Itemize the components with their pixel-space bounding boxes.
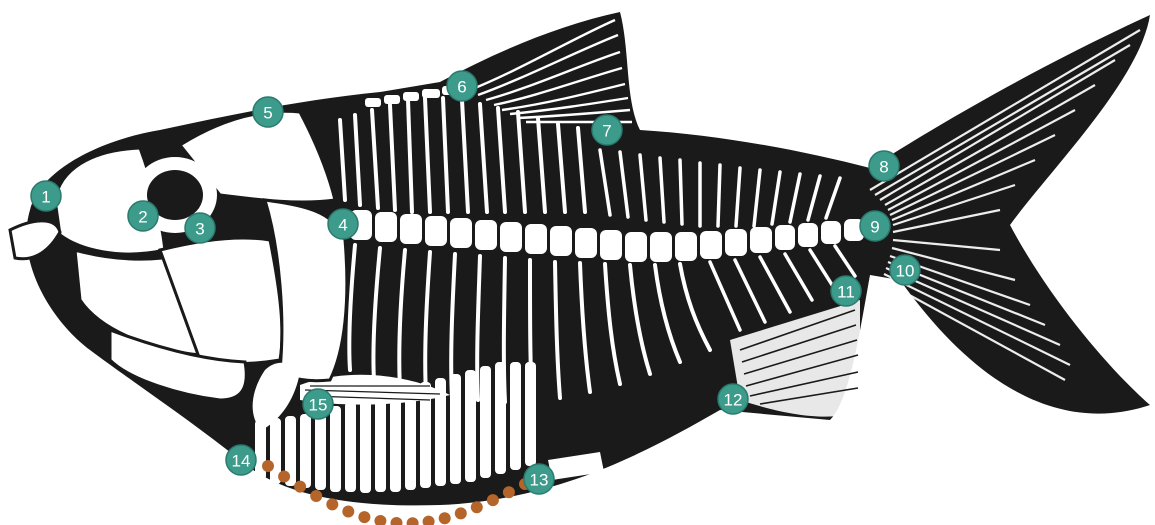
marker-8: 8 (869, 151, 899, 181)
marker-label: 11 (837, 283, 855, 302)
marker-label: 8 (879, 158, 888, 177)
scute (342, 506, 354, 518)
marker-13: 13 (524, 464, 554, 494)
scute (455, 507, 467, 519)
marker-9: 9 (860, 211, 890, 241)
marker-label: 2 (138, 208, 147, 227)
marker-label: 1 (41, 188, 50, 207)
marker-7: 7 (592, 115, 622, 145)
scute (278, 471, 290, 483)
marker-label: 14 (232, 452, 251, 471)
scute (487, 494, 499, 506)
marker-label: 13 (530, 471, 549, 490)
marker-1: 1 (31, 181, 61, 211)
marker-label: 12 (724, 391, 743, 410)
marker-12: 12 (718, 384, 748, 414)
marker-label: 5 (263, 104, 272, 123)
marker-3: 3 (185, 213, 215, 243)
marker-5: 5 (253, 97, 283, 127)
scute (310, 490, 322, 502)
scute (358, 511, 370, 523)
marker-6: 6 (447, 71, 477, 101)
scute (294, 481, 306, 493)
scute (374, 515, 386, 525)
marker-14: 14 (226, 445, 256, 475)
scute (391, 517, 403, 525)
marker-label: 6 (457, 78, 466, 97)
marker-15: 15 (303, 389, 333, 419)
marker-label: 4 (338, 216, 347, 235)
marker-4: 4 (328, 209, 358, 239)
scute (471, 501, 483, 513)
scute (423, 516, 435, 525)
marker-11: 11 (831, 276, 861, 306)
marker-label: 10 (896, 262, 915, 281)
scute (262, 460, 274, 472)
marker-label: 3 (195, 220, 204, 239)
scute (503, 486, 515, 498)
marker-10: 10 (890, 255, 920, 285)
marker-label: 7 (602, 122, 611, 141)
marker-label: 15 (309, 396, 328, 415)
marker-label: 9 (870, 218, 879, 237)
marker-2: 2 (128, 201, 158, 231)
scute (439, 512, 451, 524)
scute (407, 517, 419, 525)
scute (326, 498, 338, 510)
